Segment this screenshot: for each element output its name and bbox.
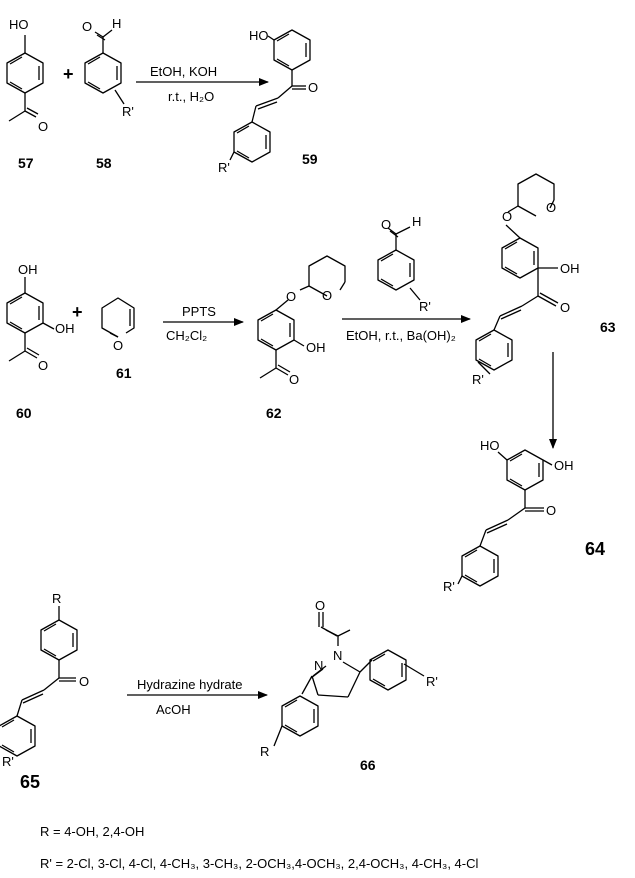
compound-65-r-label: R	[52, 591, 61, 606]
compound-66-rprime-label: R'	[426, 674, 438, 689]
compound-65-structure	[0, 606, 78, 757]
compound-60-carbonyl-o-label: O	[38, 358, 48, 373]
compound-64-hydroxy-2-label: OH	[554, 458, 574, 473]
compound-60-hydroxy-label: OH	[18, 262, 38, 277]
compound-58-structure	[84, 29, 125, 105]
compound-62-structure	[257, 255, 346, 379]
compound-57-label: 57	[18, 155, 34, 171]
rprime-substituent-definition: R' = 2-Cl, 3-Cl, 4-Cl, 4-CH₃, 3-CH₃, 2-O…	[40, 856, 479, 871]
compound-60-hydroxy-2-label: OH	[55, 321, 75, 336]
compound-64-hydroxy-label: HO	[480, 438, 500, 453]
compound-66-acetyl-o-label: O	[315, 598, 325, 613]
compound-60-structure	[6, 277, 55, 362]
compound-57-hydroxy-label: HO	[9, 17, 29, 32]
reagent-benzaldehyde-structure	[377, 226, 421, 301]
reaction-3-conditions: EtOH, r.t., Ba(OH)₂	[346, 328, 456, 343]
reagent-aldehyde-o-label: O	[381, 217, 391, 232]
reaction-2-conditions-top: PPTS	[182, 304, 216, 319]
compound-59-label: 59	[302, 151, 318, 167]
compound-66-label: 66	[360, 757, 376, 773]
r-substituent-definition: R = 4-OH, 2,4-OH	[40, 824, 145, 839]
plus-sign-2: +	[72, 302, 83, 322]
compound-59-hydroxy-label: HO	[249, 28, 269, 43]
compound-63-structure	[475, 173, 559, 375]
plus-sign-1: +	[63, 64, 74, 84]
compound-59-rprime-label: R'	[218, 160, 230, 175]
compound-57-structure	[6, 35, 44, 122]
compound-64-structure	[457, 449, 553, 587]
compound-62-label: 62	[266, 405, 282, 421]
compound-65-rprime-label: R'	[2, 754, 14, 769]
compound-62-carbonyl-o-label: O	[289, 372, 299, 387]
compound-59-structure	[229, 29, 311, 163]
compound-65-label: 65	[20, 772, 40, 792]
compound-58-aldehyde-o-label: O	[82, 19, 92, 34]
compound-66-n1-label: N	[333, 648, 342, 663]
compound-64-rprime-label: R'	[443, 579, 455, 594]
reaction-1-conditions-bottom: r.t., H₂O	[168, 89, 214, 104]
compound-63-carbonyl-o-label: O	[560, 300, 570, 315]
reagent-rprime-label: R'	[419, 299, 431, 314]
compound-63-rprime-label: R'	[472, 372, 484, 387]
compound-65-carbonyl-o-label: O	[79, 674, 89, 689]
compound-61-structure	[101, 297, 135, 338]
reagent-aldehyde-h-label: H	[412, 214, 421, 229]
compound-66-n2-label: N	[314, 658, 323, 673]
reaction-5-conditions-top: Hydrazine hydrate	[137, 677, 243, 692]
compound-62-hydroxy-label: OH	[306, 340, 326, 355]
compound-62-ring-o-label: O	[322, 288, 332, 303]
compound-64-label: 64	[585, 539, 605, 559]
compound-58-aldehyde-h-label: H	[112, 16, 121, 31]
compound-61-ring-o-label: O	[113, 338, 123, 353]
compound-66-r-label: R	[260, 744, 269, 759]
compound-59-carbonyl-o-label: O	[308, 80, 318, 95]
compound-64-carbonyl-o-label: O	[546, 503, 556, 518]
compound-58-label: 58	[96, 155, 112, 171]
reaction-2-conditions-bottom: CH₂Cl₂	[166, 328, 207, 343]
compound-61-label: 61	[116, 365, 132, 381]
compound-63-hydroxy-label: OH	[560, 261, 580, 276]
compound-63-label: 63	[600, 319, 616, 335]
compound-63-ether-o-label: O	[502, 209, 512, 224]
reaction-5-conditions-bottom: AcOH	[156, 702, 191, 717]
compound-60-label: 60	[16, 405, 32, 421]
compound-57-carbonyl-o-label: O	[38, 119, 48, 134]
compound-62-ether-o-label: O	[286, 289, 296, 304]
compound-58-rprime-label: R'	[122, 104, 134, 119]
compound-66-structure	[273, 612, 425, 747]
reaction-1-conditions-top: EtOH, KOH	[150, 64, 217, 79]
compound-63-ring-o-label: O	[546, 200, 556, 215]
